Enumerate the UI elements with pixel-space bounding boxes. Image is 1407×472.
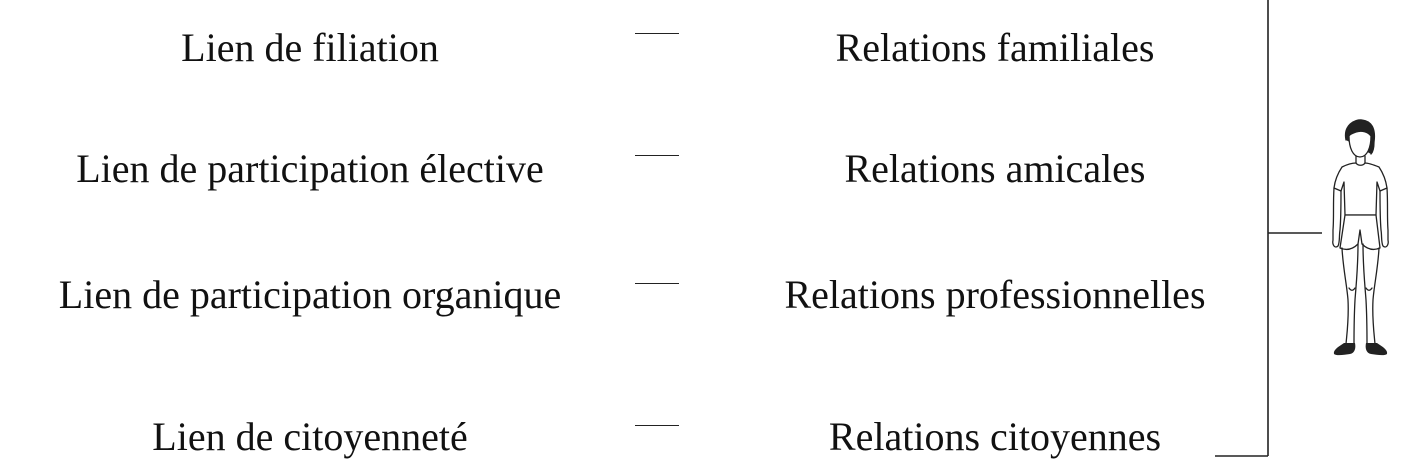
relation-citoyennes: Relations citoyennes — [828, 414, 1162, 459]
relation-amicales: Relations amicales — [844, 146, 1146, 191]
relation-familiales: Relations familiales — [835, 25, 1155, 70]
connector-dash — [635, 155, 679, 156]
connector-dash — [635, 33, 679, 34]
connector-dash — [635, 425, 679, 426]
lien-participation-elective: Lien de participation élective — [76, 146, 544, 191]
connector-dash — [635, 283, 679, 284]
relation-professionnelles: Relations professionnelles — [784, 272, 1206, 317]
person-icon — [1332, 119, 1389, 356]
lien-filiation: Lien de filiation — [181, 25, 439, 70]
lien-participation-organique: Lien de participation organique — [58, 272, 562, 317]
lien-citoyennete: Lien de citoyenneté — [152, 414, 468, 459]
